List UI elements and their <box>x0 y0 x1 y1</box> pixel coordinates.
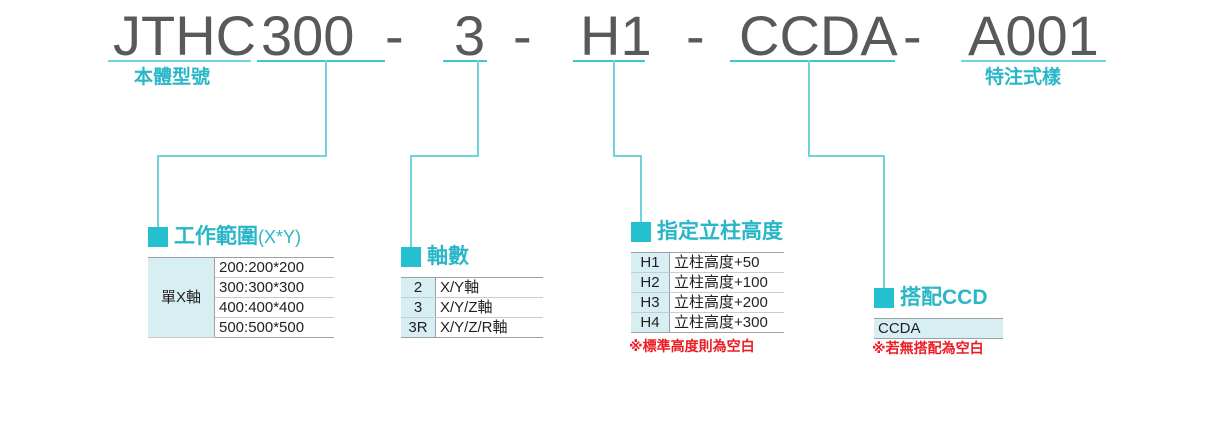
table-row: H3 立柱高度+200 <box>631 292 784 313</box>
code-segment-axis-count: 3 <box>454 4 486 67</box>
column-height-key-1: H1 <box>631 252 670 273</box>
group-title-text: 軸數 <box>427 245 469 268</box>
work-range-merged-key: 單X軸 <box>148 257 215 338</box>
group-title-text: 指定立柱高度 <box>657 220 783 243</box>
connector-work-range-jog <box>157 155 327 157</box>
table-work-range: 單X軸 200:200*200 300:300*300 400:400*400 … <box>148 257 334 338</box>
table-ccd: CCDA <box>874 318 1003 339</box>
caption-special-spec: 特注式樣 <box>985 67 1062 88</box>
axis-count-value-3: X/Y/Z/R軸 <box>435 317 543 338</box>
table-column-height: H1 立柱高度+50 H2 立柱高度+100 H3 立柱高度+200 H4 立柱… <box>631 252 784 333</box>
square-marker-icon <box>401 247 421 267</box>
group-title-text: 搭配CCD <box>900 286 988 309</box>
work-range-value-1: 200:200*200 <box>214 257 334 278</box>
column-height-key-3: H3 <box>631 292 670 313</box>
table-row: 500:500*500 <box>148 317 334 338</box>
caption-body-model: 本體型號 <box>134 67 211 88</box>
axis-count-value-2: X/Y/Z軸 <box>435 297 543 318</box>
connector-work-range-drop <box>325 60 327 156</box>
table-row: H4 立柱高度+300 <box>631 312 784 333</box>
table-row: H2 立柱高度+100 <box>631 272 784 293</box>
connector-ccd-jog <box>808 155 885 157</box>
table-row: CCDA <box>874 318 1003 339</box>
underline-ccd <box>730 60 895 62</box>
work-range-value-4: 500:500*500 <box>214 317 334 338</box>
connector-column-height-rise <box>640 155 642 229</box>
connector-work-range-rise <box>157 155 159 229</box>
table-row: 300:300*300 <box>148 277 334 298</box>
group-title-work-range: 工作範圍(X*Y) <box>174 226 301 248</box>
connector-column-height-drop <box>613 60 615 156</box>
note-ccd: ※若無搭配為空白 <box>872 340 984 356</box>
code-segment-ccd: CCDA <box>739 4 898 67</box>
table-axis-count: 2 X/Y軸 3 X/Y/Z軸 3R X/Y/Z/R軸 <box>401 277 543 338</box>
table-row: 400:400*400 <box>148 297 334 318</box>
table-row: 單X軸 200:200*200 <box>148 257 334 338</box>
square-marker-icon <box>874 288 894 308</box>
column-height-value-2: 立柱高度+100 <box>669 272 784 293</box>
note-column-height: ※標準高度則為空白 <box>629 338 755 354</box>
square-marker-icon <box>148 227 168 247</box>
connector-ccd-drop <box>808 60 810 156</box>
work-range-value-2: 300:300*300 <box>214 277 334 298</box>
code-segment-work-range: 300 <box>261 4 355 67</box>
table-row: 3 X/Y/Z軸 <box>401 297 543 318</box>
code-segment-body-model: JTHC <box>113 4 257 67</box>
group-title-column-height: 指定立柱高度 <box>657 221 783 243</box>
code-separator-2: - <box>513 4 532 67</box>
connector-axis-count-rise <box>410 155 412 249</box>
column-height-value-4: 立柱高度+300 <box>669 312 784 333</box>
underline-work-range <box>257 60 385 62</box>
axis-count-key-3: 3R <box>401 317 436 338</box>
table-row: 3R X/Y/Z/R軸 <box>401 317 543 338</box>
code-separator-1: - <box>385 4 404 67</box>
ccd-value-1: CCDA <box>874 318 1003 339</box>
code-separator-3: - <box>686 4 705 67</box>
group-heading-work-range: 工作範圍(X*Y) <box>148 226 301 248</box>
group-title-ccd: 搭配CCD <box>900 287 988 309</box>
column-height-key-4: H4 <box>631 312 670 333</box>
underline-axis-count <box>443 60 487 62</box>
code-segment-column-height: H1 <box>580 4 652 67</box>
code-segment-special-spec: A001 <box>968 4 1099 67</box>
connector-ccd-rise <box>883 155 885 289</box>
column-height-key-2: H2 <box>631 272 670 293</box>
group-heading-column-height: 指定立柱高度 <box>631 221 783 243</box>
column-height-value-3: 立柱高度+200 <box>669 292 784 313</box>
group-heading-ccd: 搭配CCD <box>874 287 988 309</box>
table-row: H1 立柱高度+50 <box>631 252 784 273</box>
connector-column-height-jog <box>613 155 642 157</box>
axis-count-value-1: X/Y軸 <box>435 277 543 298</box>
connector-axis-count-drop <box>477 60 479 156</box>
column-height-value-1: 立柱高度+50 <box>669 252 784 273</box>
table-row: 2 X/Y軸 <box>401 277 543 298</box>
underline-body-model <box>108 60 251 62</box>
underline-special-spec <box>961 60 1106 62</box>
group-title-axis-count: 軸數 <box>427 246 469 268</box>
group-heading-axis-count: 軸數 <box>401 246 469 268</box>
connector-axis-count-jog <box>410 155 479 157</box>
axis-count-key-1: 2 <box>401 277 436 298</box>
underline-column-height <box>573 60 645 62</box>
code-separator-4: - <box>903 4 922 67</box>
axis-count-key-2: 3 <box>401 297 436 318</box>
group-title-suffix: (X*Y) <box>258 227 302 247</box>
square-marker-icon <box>631 222 651 242</box>
group-title-text: 工作範圍 <box>174 225 258 248</box>
work-range-value-3: 400:400*400 <box>214 297 334 318</box>
